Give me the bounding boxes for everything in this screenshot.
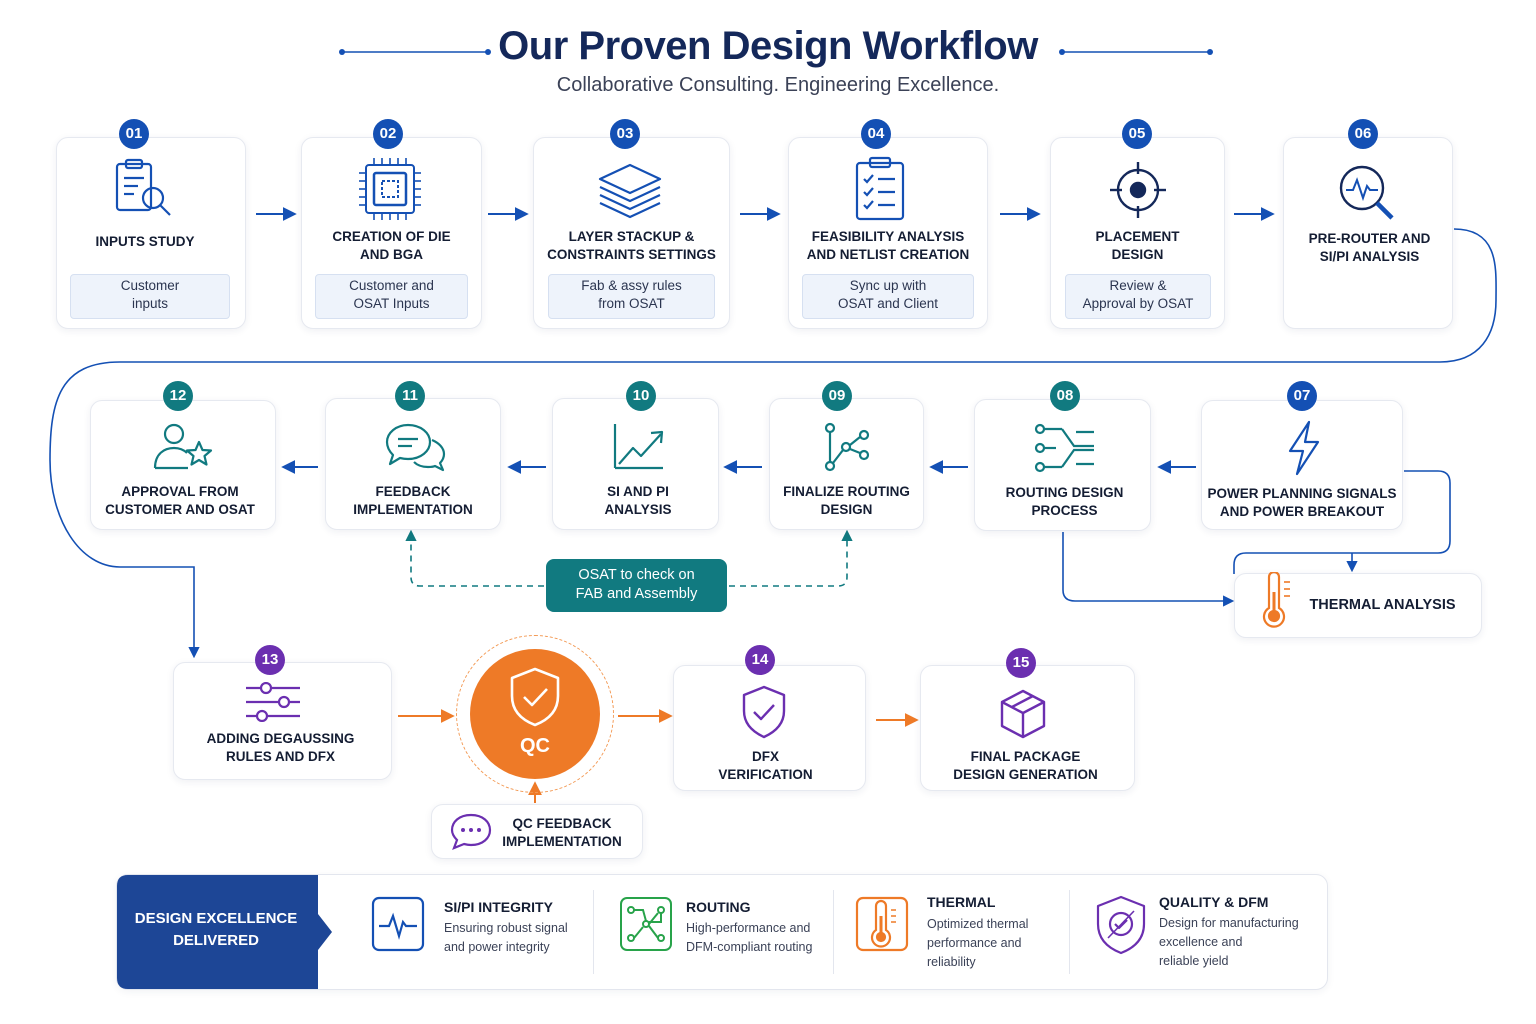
step-10-card[interactable] [552, 398, 719, 530]
step-05-note: Review & Approval by OSAT [1065, 274, 1211, 319]
step-03-number: 03 [610, 119, 640, 149]
circuit-icon [620, 897, 672, 951]
step-15-number: 15 [1006, 648, 1036, 678]
step-12-label: APPROVAL FROM CUSTOMER AND OSAT [105, 484, 255, 517]
layers-icon [598, 163, 662, 219]
thermal-analysis-label: THERMAL ANALYSIS [1309, 597, 1456, 613]
user-star-icon [153, 423, 213, 470]
step-14-number: 14 [745, 645, 775, 675]
step-11-label: FEEDBACK IMPLEMENTATION [353, 484, 473, 517]
step-12-card[interactable] [90, 400, 276, 530]
step-10-label: SI AND PI ANALYSIS [604, 484, 672, 517]
step-11-number: 11 [395, 381, 425, 411]
shield-check-icon [510, 667, 560, 727]
qc-feedback-card[interactable] [431, 804, 643, 859]
shield-check-icon [1096, 895, 1146, 955]
feature-routing-title: ROUTING [686, 899, 751, 915]
osat-to-09 [729, 529, 853, 587]
step-04-note: Sync up with OSAT and Client [802, 274, 974, 319]
chat-bubbles-icon [385, 423, 446, 472]
step-03-note: Fab & assy rules from OSAT [548, 274, 715, 319]
feature-routing-desc: High-performance and DFM-compliant routi… [686, 921, 813, 954]
sliders-icon [246, 682, 300, 722]
title-decoration [339, 49, 1213, 55]
step-05-label: PLACEMENT DESIGN [1095, 229, 1180, 262]
qc-circle[interactable] [470, 649, 600, 779]
feature-quality-desc: Design for manufacturing excellence and … [1159, 916, 1299, 968]
chat-dots-icon [450, 813, 492, 850]
step-04-number: 04 [861, 119, 891, 149]
feature-sipi-desc: Ensuring robust signal and power integri… [444, 921, 568, 954]
step-04-label: FEASIBILITY ANALYSIS AND NETLIST CREATIO… [806, 229, 970, 262]
feature-thermal-title: THERMAL [927, 894, 996, 910]
banner-divider [593, 890, 594, 974]
chip-icon [359, 158, 421, 220]
checklist-icon [855, 156, 905, 221]
step-09-label: FINALIZE ROUTING DESIGN [783, 484, 910, 517]
step-08-number: 08 [1050, 381, 1080, 411]
step-15-label: FINAL PACKAGE DESIGN GENERATION [953, 749, 1098, 782]
page-subtitle: Collaborative Consulting. Engineering Ex… [556, 74, 1000, 96]
step-08-label: ROUTING DESIGN PROCESS [1005, 485, 1124, 518]
feature-thermal-desc: Optimized thermal performance and reliab… [927, 917, 1029, 969]
trend-chart-icon [613, 424, 664, 470]
connector-07-thermal [1233, 470, 1451, 574]
connector-08-thermal [1062, 532, 1235, 607]
qc-feedback-label: QC FEEDBACK IMPLEMENTATION [502, 816, 622, 849]
banner-divider [1069, 890, 1070, 974]
page-title: Our Proven Design Workflow [498, 24, 1038, 68]
step-06-number: 06 [1348, 119, 1378, 149]
step-09-number: 09 [822, 381, 852, 411]
shield-check-icon [742, 685, 786, 739]
clipboard-search-icon [115, 158, 171, 216]
step-01-number: 01 [119, 119, 149, 149]
osat-check-box[interactable]: OSAT to check on FAB and Assembly [546, 559, 727, 612]
step-13-label: ADDING DEGAUSSING RULES AND DFX [206, 731, 355, 764]
step-02-note: Customer and OSAT Inputs [315, 274, 468, 319]
crosshair-icon [1110, 162, 1166, 218]
feature-quality-title: QUALITY & DFM [1159, 894, 1269, 910]
step-05-number: 05 [1122, 119, 1152, 149]
package-icon [1000, 689, 1046, 739]
branch-icon [824, 422, 870, 472]
magnifier-pulse-icon [1339, 165, 1394, 220]
qc-label: QC [520, 735, 550, 757]
step-13-number: 13 [255, 645, 285, 675]
step-02-label: CREATION OF DIE AND BGA [332, 229, 451, 262]
thermometer-icon [1262, 572, 1290, 628]
lightning-icon [1288, 420, 1320, 476]
step-01-label: INPUTS STUDY [95, 234, 195, 249]
connector-06-07 [49, 228, 1497, 659]
osat-to-11 [405, 529, 544, 587]
step-07-number: 07 [1287, 381, 1317, 411]
step-15-card[interactable] [920, 665, 1135, 791]
step-10-number: 10 [626, 381, 656, 411]
routing-nodes-icon [1034, 423, 1094, 473]
feature-sipi-title: SI/PI INTEGRITY [444, 899, 553, 915]
step-06-label: PRE-ROUTER AND SI/PI ANALYSIS [1308, 231, 1431, 264]
step-01-note: Customer inputs [70, 274, 230, 319]
step-03-label: LAYER STACKUP & CONSTRAINTS SETTINGS [547, 229, 716, 262]
step-11-card[interactable] [325, 398, 501, 530]
pulse-icon [371, 896, 425, 952]
step-07-label: POWER PLANNING SIGNALS AND POWER BREAKOU… [1207, 486, 1397, 519]
thermometer-icon [855, 896, 909, 952]
step-12-number: 12 [163, 381, 193, 411]
step-09-card[interactable] [769, 398, 924, 530]
step-02-number: 02 [373, 119, 403, 149]
banner-divider [833, 890, 834, 974]
step-14-label: DFX VERIFICATION [718, 749, 813, 782]
qc-ring [456, 635, 614, 793]
banner-title: DESIGN EXCELLENCE DELIVERED [134, 910, 298, 949]
